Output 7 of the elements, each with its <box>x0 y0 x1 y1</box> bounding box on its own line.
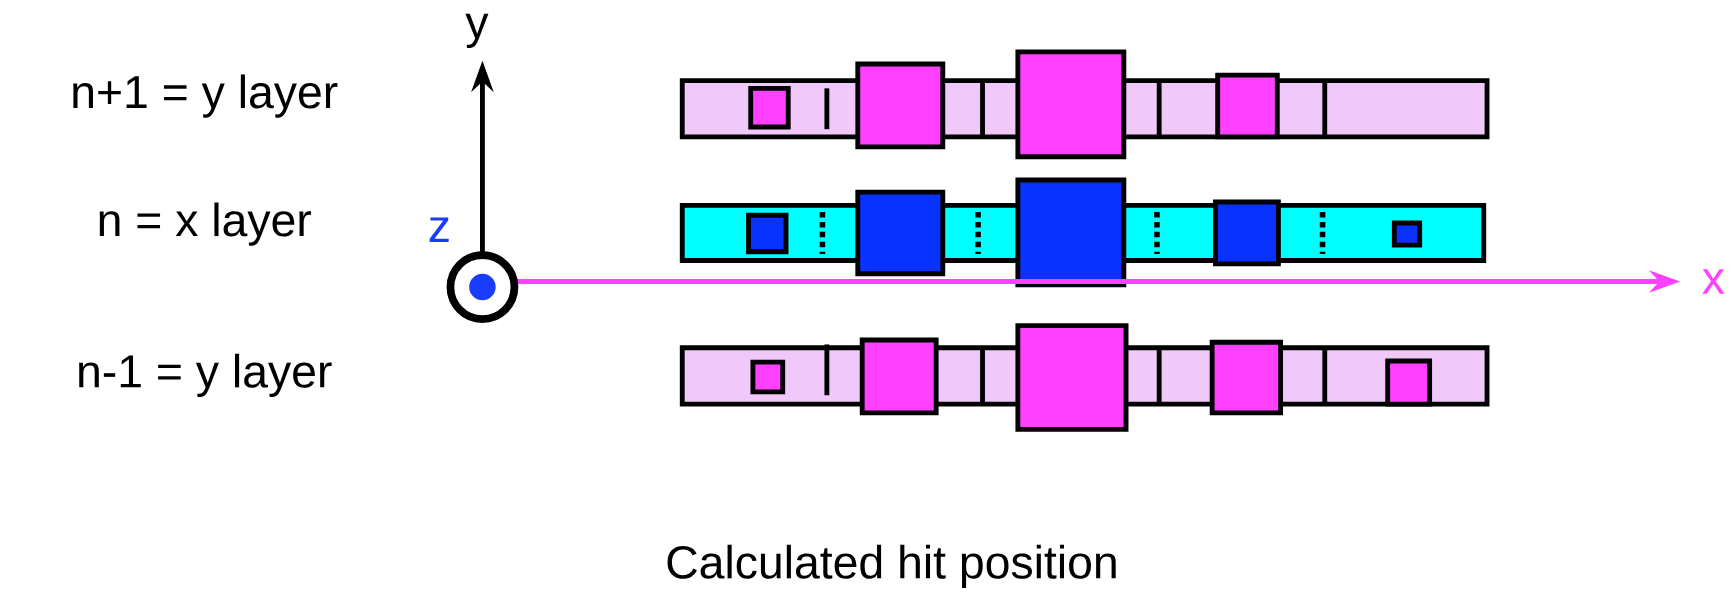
layer-label: n-1 = y layer <box>79 353 332 398</box>
layer-label: n = x layer <box>99 202 311 246</box>
layer-label: n+1 = y layer <box>73 74 338 118</box>
axis-label: x <box>1702 269 1725 294</box>
axis-label: z <box>429 217 449 242</box>
axis-label: y <box>465 13 489 49</box>
caption: Calculated hit position <box>667 544 1116 589</box>
